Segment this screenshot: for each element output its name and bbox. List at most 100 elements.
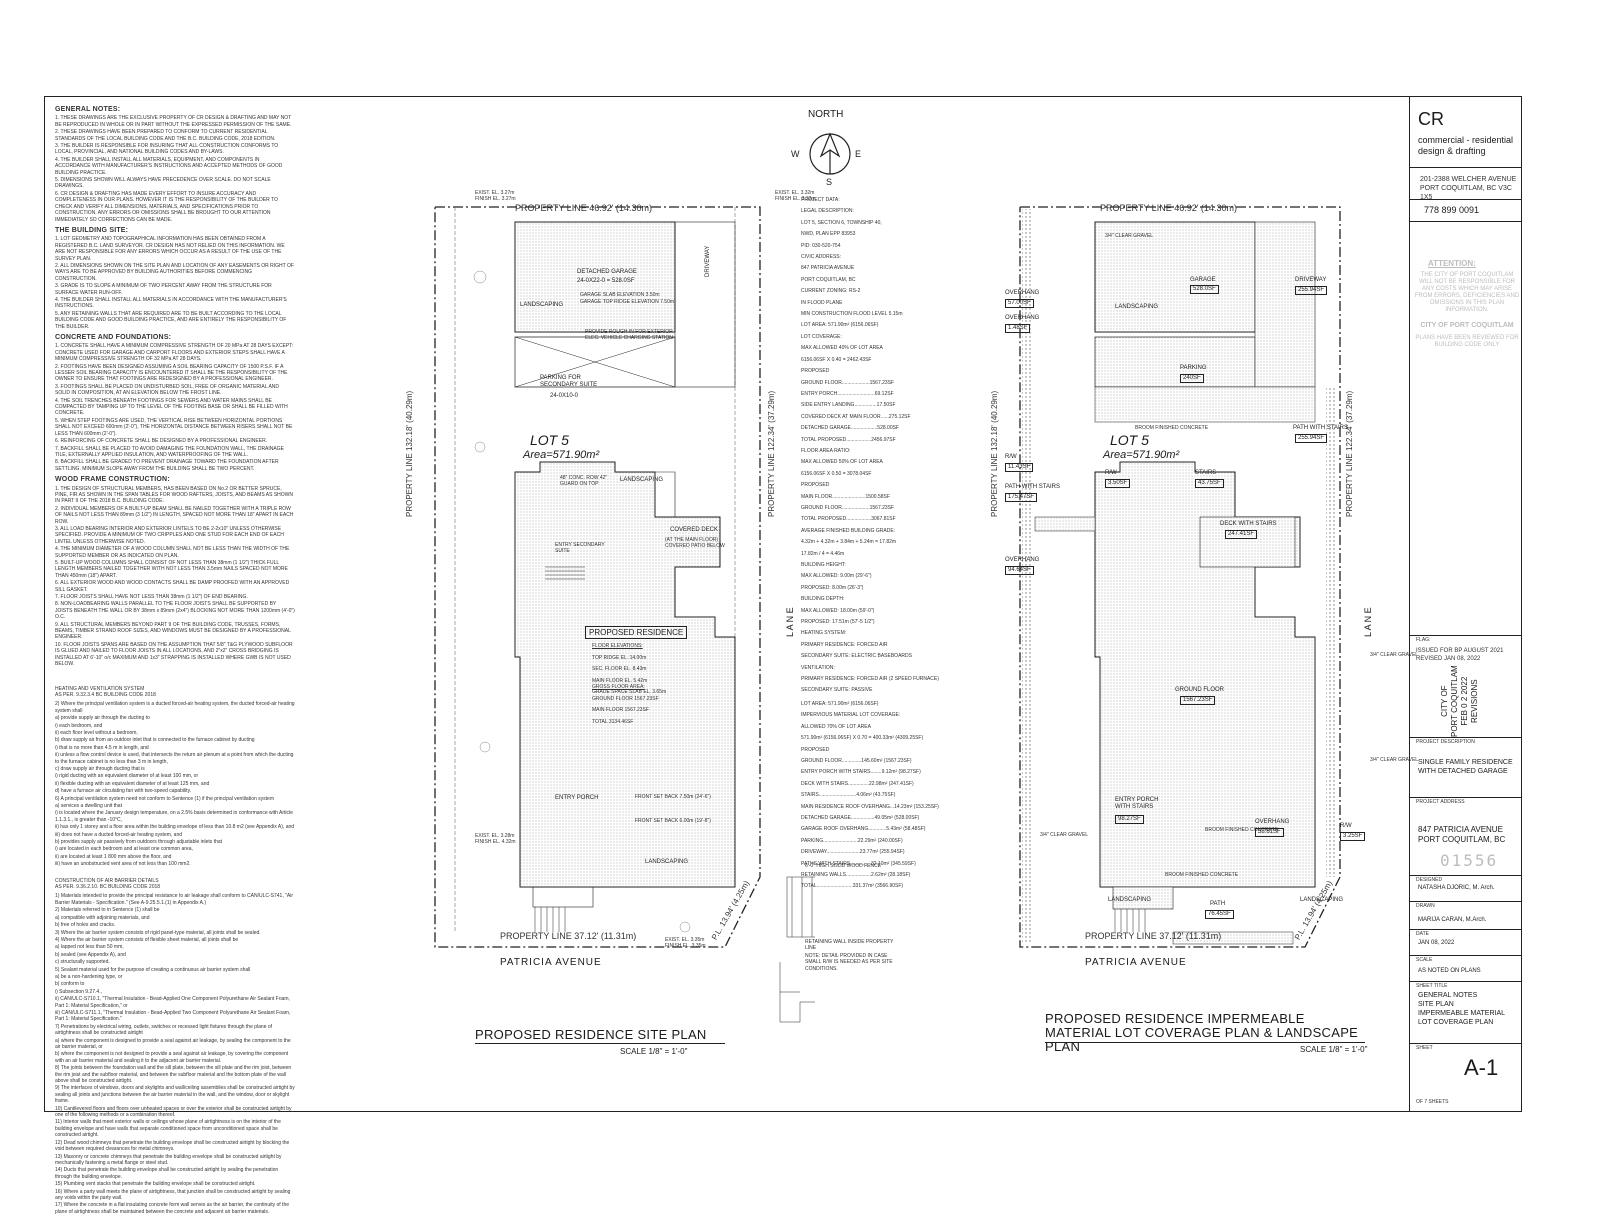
- heating-note-20: iii) have an unobstructed vent area of n…: [55, 861, 191, 868]
- cov-landscaping-3: LANDSCAPING: [1300, 897, 1344, 903]
- cov-rw2: R/W: [1105, 470, 1117, 476]
- coverage-line-3: PROPOSED: [801, 368, 830, 375]
- cov-gravel-right: [1326, 387, 1336, 877]
- cov-rw: R/W: [1005, 454, 1017, 460]
- air-barrier-note-7: a) lapped not less than 50 mm,: [55, 944, 124, 951]
- site-covered-deck-sub: (AT THE MAIN FLOOR) COVERED PATIO BELOW: [665, 537, 725, 550]
- general-note-2: 2. THESE DRAWINGS HAVE BEEN PREPARED TO …: [55, 129, 276, 142]
- cov-gravel-1: 3/4" CLEAR GRAVEL: [1105, 233, 1154, 239]
- air-barrier-note-6: 4) Where the air barrier system consists…: [55, 936, 239, 943]
- cov-path-sf: 76.45SF: [1205, 910, 1234, 919]
- heating-title: HEATING AND VENTILATION SYSTEM: [55, 685, 145, 692]
- cov-broom-1: BROOM FINISHED CONCRETE: [1205, 827, 1279, 833]
- company-logo: CR: [1418, 109, 1444, 129]
- site-gross-title: GROSS FLOOR AREA:: [592, 684, 645, 690]
- building-site-list: 1. LOT GEOMETRY AND TOPOGRAPHICAL INFORM…: [55, 236, 295, 330]
- sheet-title-line-3: IMPERMEABLE MATERIAL: [1418, 1010, 1506, 1017]
- site-exist-2: EXIST. EL. 3.32m: [775, 190, 815, 196]
- issued-label: FLAG:: [1416, 637, 1431, 643]
- project-data: PROJECT DATA: LEGAL DESCRIPTION: LOT 5, …: [801, 197, 971, 895]
- sheet-title-line-2: SITE PLAN: [1418, 1001, 1454, 1008]
- coverage-line-4: GROUND FLOOR....................1567.23S…: [801, 379, 895, 386]
- floor-elevation-2: SEC. FLOOR EL. 8.43m: [592, 666, 647, 673]
- heating-note-13: a) services a dwelling unit that: [55, 803, 122, 809]
- proj-desc-line-2: WITH DETACHED GARAGE: [1418, 768, 1508, 775]
- air-barrier-note-16: 7) Penetrations by electrical wiring, ou…: [55, 1023, 273, 1037]
- air-barrier-note-27: 16) Where a party wall meets the plane o…: [55, 1188, 291, 1201]
- impervious-line-9: DETACHED GARAGE.................49.05m² …: [801, 814, 920, 821]
- air-barrier-note-4: b) free of holes and cracks.: [55, 922, 116, 929]
- impervious-title: IMPERVIOUS MATERIAL LOT COVERAGE:: [801, 712, 901, 719]
- legal-line-3: PID: 030-520-754: [801, 242, 841, 249]
- heating-system-line-2: SECONDARY SUITE: ELECTRIC BASEBOARDS: [801, 653, 912, 660]
- gross-area-1: GROUND FLOOR 1567.23SF: [592, 696, 659, 702]
- wood-frame-note-5: 5. BUILT-UP WOOD COLUMNS SHALL CONSIST O…: [55, 560, 288, 579]
- impervious-line-4: GROUND FLOOR..............145.60m² (1567…: [801, 757, 912, 764]
- zoning-line-2: IN FLOOD PLANE: [801, 299, 843, 306]
- cov-lane: L A N E: [1363, 607, 1373, 637]
- cov-gravel-3: 3/4" CLEAR GRAVEL: [1370, 757, 1419, 763]
- cov-broom-3: BROOM FINISHED CONCRETE: [1165, 872, 1239, 878]
- cov-path: PATH: [1210, 901, 1226, 907]
- cov-entry-porch: ENTRY PORCH WITH STAIRS: [1115, 797, 1159, 810]
- heating-note-12: 6) A principal ventilation system need n…: [55, 795, 275, 802]
- cov-ground-floor: GROUND FLOOR: [1175, 687, 1225, 693]
- company-line-2: design & drafting: [1418, 146, 1486, 156]
- site-finish-3: FINISH EL. 4.32m: [475, 839, 516, 845]
- air-barrier-note-13: i) Subsection 9.27.4.,: [55, 988, 102, 995]
- coverage-line-1: MAX ALLOWED 40% OF LOT AREA: [801, 345, 883, 352]
- air-barrier-note-15: iii) CAN/ULC-S711.1, "Thermal Insulation…: [55, 1009, 291, 1023]
- coverage-line-9: TOTAL PROPOSED..................2456.97S…: [801, 436, 896, 443]
- heating-note-16: iii) does not have a ducted forced-air h…: [55, 831, 183, 838]
- retaining-wall-detail: [779, 962, 815, 1023]
- date-label: DATE: [1416, 931, 1429, 937]
- coverage-line-6: SIDE ENTRY LANDING................17.50S…: [801, 402, 896, 409]
- air-barrier-note-14: ii) CAN/ULC-S710.1, "Thermal Insulation …: [55, 996, 290, 1009]
- proj-desc-line-1: SINGLE FAMILY RESIDENCE: [1418, 759, 1513, 766]
- side-stairs: [545, 566, 585, 580]
- wood-frame-note-6: 6. ALL EXTERIOR WOOD AND WOOD CONTACTS S…: [55, 580, 290, 593]
- height-list: MAX ALLOWED: 9.00m (29'-6")PROPOSED: 8.0…: [801, 573, 971, 591]
- legal-line-2: NWD, PLAN EPP 83953: [801, 231, 856, 238]
- zoning-line-1: CURRENT ZONING: RS-2: [801, 288, 861, 295]
- far-line-5: GROUND FLOOR....................1567.23S…: [801, 504, 895, 511]
- designed-value: NATASHA DJORIC, M. Arch.: [1418, 885, 1495, 891]
- site-finish-4: FINISH EL. 3.35m: [665, 943, 706, 949]
- height-line-2: PROPOSED: 8.00m (26'-3"): [801, 584, 864, 591]
- far-line-3: PROPOSED: [801, 482, 830, 489]
- scale-value: AS NOTED ON PLANS: [1418, 968, 1481, 974]
- site-finish-2: FINISH EL. 3.32m: [775, 196, 816, 202]
- coverage-plan-scale: SCALE 1/8" = 1'-0": [1300, 1045, 1368, 1054]
- heating-note-11: d) have a furnace air circulating fan wi…: [55, 788, 192, 795]
- concrete-title: CONCRETE AND FOUNDATIONS:: [55, 334, 172, 341]
- cov-side-path: [1034, 516, 1096, 532]
- heating-note-18: i) are located in each bedroom and at le…: [55, 846, 193, 853]
- cov-path-stairs2-sf: 175.47SF: [1005, 493, 1038, 502]
- depth-list: MAX ALLOWED: 18.00m (59'-0")PROPOSED: 17…: [801, 608, 971, 626]
- floor-elevation-1: TOP RIDGE EL. 14.00m: [592, 655, 647, 661]
- west-label: W: [791, 149, 800, 159]
- revisions-stamp-line-3: FEB 0 2 2022: [1460, 676, 1469, 726]
- cov-stairs-sf: 43.75SF: [1195, 479, 1224, 488]
- company-address: 201-2388 WELCHER AVENUE PORT COQUITLAM, …: [1420, 175, 1522, 202]
- site-exist-4: EXIST. EL. 3.35m: [665, 937, 705, 943]
- property-line-outline: [434, 206, 761, 948]
- sheet-number: A-1: [1464, 1055, 1499, 1080]
- air-barrier-note-18: b) where the component is not designed t…: [55, 1051, 289, 1064]
- civic-line-1: 847 PATRICIA AVENUE: [801, 265, 855, 272]
- building-site-note-5: 5. ANY RETAINING WALLS THAT ARE REQUIRED…: [55, 310, 287, 330]
- far-title: FLOOR AREA RATIO:: [801, 447, 851, 454]
- cov-broom-2: BROOM FINISHED CONCRETE: [1135, 425, 1209, 431]
- coverage-plan-title-rule: [1045, 1042, 1365, 1043]
- cov-overhang3: OVERHANG: [1005, 557, 1040, 563]
- heating-note-1: 2) Where the principal ventilation syste…: [55, 701, 295, 714]
- wood-frame-note-4: 4. THE MINIMUM DIAMETER OF A WOOD COLUMN…: [55, 546, 290, 559]
- legal-line-1: LOT 5, SECTION 6, TOWNSHIP 40,: [801, 219, 882, 226]
- air-barrier-list: 1) Materials intended to provide the pri…: [55, 893, 295, 1215]
- cov-pl-bottom: PROPERTY LINE 37.12' (11.31m): [1085, 931, 1222, 941]
